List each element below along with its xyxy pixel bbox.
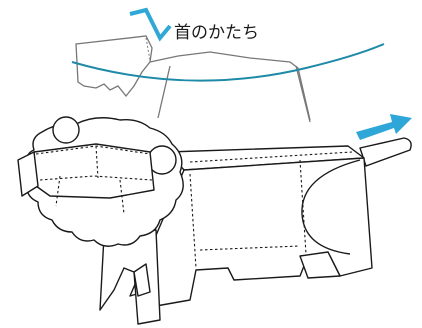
paper-craft-animal — [17, 116, 412, 325]
inset-head-outline — [75, 35, 153, 98]
inset-body-outline — [149, 51, 311, 121]
tail — [359, 137, 412, 167]
face-front — [33, 143, 155, 199]
fold-lines — [35, 145, 353, 269]
direction-arrow — [356, 114, 412, 140]
inset-back-leg — [295, 65, 311, 123]
rear-leg-inner — [299, 251, 341, 279]
neck-curve — [71, 43, 385, 82]
inset-front-leg — [157, 65, 171, 119]
snout — [17, 151, 39, 197]
fold-line-mane — [55, 145, 125, 215]
fold-line-body-front — [189, 173, 197, 269]
fold-line-body-lower — [199, 245, 301, 251]
haunch — [301, 159, 361, 255]
fold-line-rear — [299, 159, 307, 255]
fold-line-body-top — [189, 151, 353, 163]
neck-shape-inset — [71, 7, 385, 123]
neck-shape-label: 首のかたち — [174, 23, 259, 43]
left-ear — [52, 116, 80, 144]
label-pointer — [129, 7, 172, 42]
front-leg-inner — [133, 263, 151, 297]
